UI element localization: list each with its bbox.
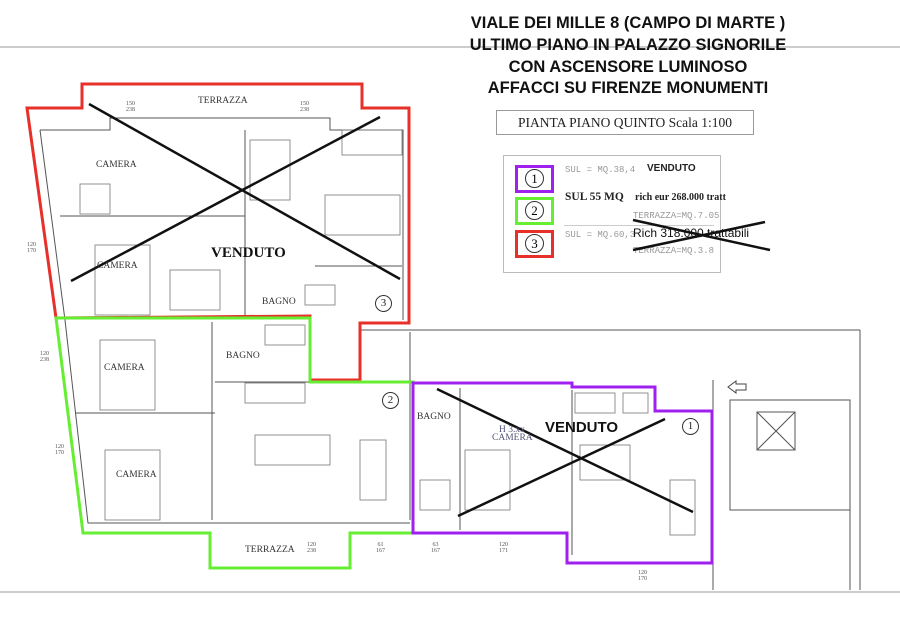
sold-label-unit-3: VENDUTO	[211, 245, 286, 261]
legend-unit-3-terrace: TERRAZZA=MQ.3.8	[633, 246, 715, 256]
legend-unit-3-marker: 3	[515, 230, 554, 258]
legend-unit-1-marker: 1	[515, 165, 554, 193]
legend-unit-1-sul: SUL = MQ.38,4	[565, 165, 636, 175]
unit-1-outline	[411, 381, 714, 565]
legend-unit-2-price: rich eur 268.000 tratt	[635, 192, 726, 203]
walls	[39, 117, 861, 590]
legend: 1 2 3 SUL = MQ.38,4 VENDUTO SUL 55 MQ ri…	[503, 155, 749, 273]
room-label-terrazza-top: TERRAZZA	[198, 96, 248, 106]
legend-unit-2-terrace: TERRAZZA=MQ.7.05	[633, 211, 720, 221]
room-label-bagno: BAGNO	[417, 412, 451, 422]
unit-3-marker: 3	[375, 295, 392, 312]
title-line-4: AFFACCI SU FIRENZE MONUMENTI	[487, 79, 769, 97]
room-label-terrazza-bottom: TERRAZZA	[245, 545, 295, 555]
unit-3-outline	[25, 82, 411, 382]
room-label-camera: CAMERA	[492, 433, 533, 443]
room-label-camera: CAMERA	[96, 160, 137, 170]
furniture	[79, 129, 696, 536]
scale-label: PIANTA PIANO QUINTO Scala 1:100	[496, 110, 754, 135]
title-line-3: CON ASCENSORE LUMINOSO	[508, 58, 748, 76]
sold-label-unit-1: VENDUTO	[545, 419, 619, 436]
title-line-1: VIALE DEI MILLE 8 (CAMPO DI MARTE )	[470, 14, 786, 32]
entrance-arrow-icon	[727, 380, 747, 394]
room-label-camera: CAMERA	[97, 261, 138, 271]
sold-cross	[70, 102, 694, 518]
legend-unit-1-number: 1	[525, 169, 544, 188]
unit-1-marker: 1	[682, 418, 699, 435]
title-line-2: ULTIMO PIANO IN PALAZZO SIGNORILE	[469, 36, 787, 54]
room-height-label: H 3.xx	[499, 425, 525, 435]
room-label-camera: CAMERA	[116, 470, 157, 480]
legend-unit-2-sul: SUL 55 MQ	[565, 191, 624, 203]
room-label-camera: CAMERA	[104, 363, 145, 373]
legend-unit-3-number: 3	[525, 234, 544, 253]
unit-2-marker: 2	[382, 392, 399, 409]
legend-unit-2-number: 2	[525, 201, 544, 220]
legend-unit-3-price: Rich 318.000 trattabili	[633, 226, 750, 240]
room-label-bagno: BAGNO	[262, 297, 296, 307]
room-label-bagno: BAGNO	[226, 351, 260, 361]
unit-2-outline	[54, 316, 415, 570]
legend-unit-2-marker: 2	[515, 197, 554, 225]
legend-unit-1-status: VENDUTO	[647, 163, 696, 174]
legend-unit-3-sul: SUL = MQ.60,3	[565, 230, 636, 240]
